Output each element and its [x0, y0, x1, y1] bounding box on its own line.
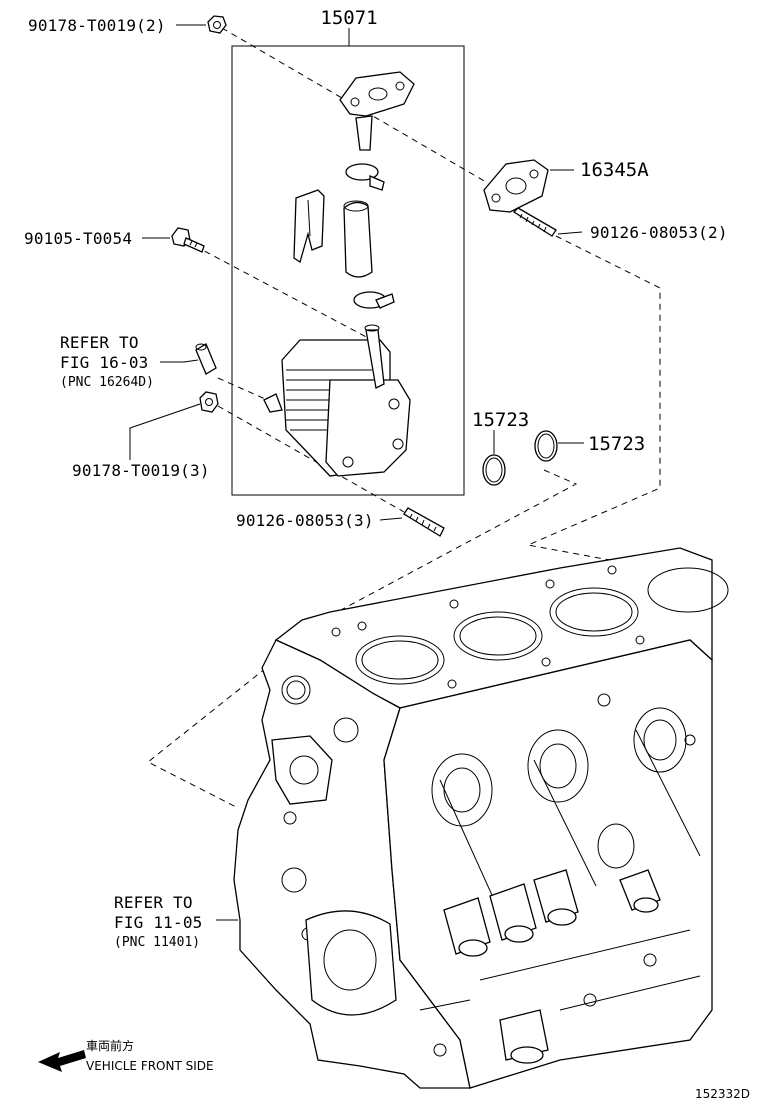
refer-11-05-line2: FIG 11-05: [114, 913, 203, 932]
nut-mid-icon: [199, 391, 219, 413]
front-arrow-icon: [38, 1050, 86, 1072]
label-15723-b: 15723: [588, 433, 645, 455]
gasket-16345A-icon: [483, 159, 549, 213]
leader-refer-16-03: [160, 359, 199, 363]
oil-cooler-icon: [263, 324, 411, 477]
label-16345A: 16345A: [580, 159, 649, 181]
sleeve-icon: [195, 343, 217, 375]
o-ring-b-icon: [534, 430, 558, 462]
hose-clamp-upper-icon: [345, 163, 385, 191]
diagram-id: 152332D: [695, 1087, 750, 1101]
o-ring-a-icon: [482, 454, 506, 486]
label-90178-top: 90178-T0019(2): [28, 16, 166, 35]
label-90126-top: 90126-08053(2): [590, 223, 728, 242]
stud-top-icon: [512, 207, 557, 237]
refer-16-03-line3: (PNC 16264D): [60, 375, 154, 390]
refer-16-03-line2: FIG 16-03: [60, 353, 149, 372]
nut-top-icon: [207, 15, 227, 34]
bolt-90105-icon: [171, 227, 205, 253]
hose-protector-icon: [293, 189, 325, 264]
flange-fitting-icon: [339, 71, 415, 151]
alignment-lines: [147, 27, 661, 809]
leader-90126-bottom: [379, 517, 403, 521]
front-label-en: VEHICLE FRONT SIDE: [86, 1059, 214, 1073]
leader-90178-mid: [129, 403, 201, 460]
cylinder-block-icon: [233, 547, 729, 1089]
label-15071: 15071: [320, 7, 377, 29]
assembly-box-15071: [231, 45, 465, 496]
label-90178-mid: 90178-T0019(3): [72, 461, 210, 480]
refer-16-03-line1: REFER TO: [60, 333, 139, 352]
label-90126-bottom: 90126-08053(3): [236, 511, 374, 530]
water-hose-icon: [343, 200, 373, 278]
leader-90126-top: [557, 231, 583, 235]
label-90105: 90105-T0054: [24, 229, 132, 248]
hose-clamp-lower-icon: [353, 291, 395, 309]
refer-11-05-line3: (PNC 11401): [114, 935, 200, 950]
front-label-jp: 車両前方: [86, 1038, 134, 1053]
refer-11-05-line1: REFER TO: [114, 893, 193, 912]
label-15723-a: 15723: [472, 409, 529, 431]
stud-bottom-icon: [403, 507, 445, 537]
